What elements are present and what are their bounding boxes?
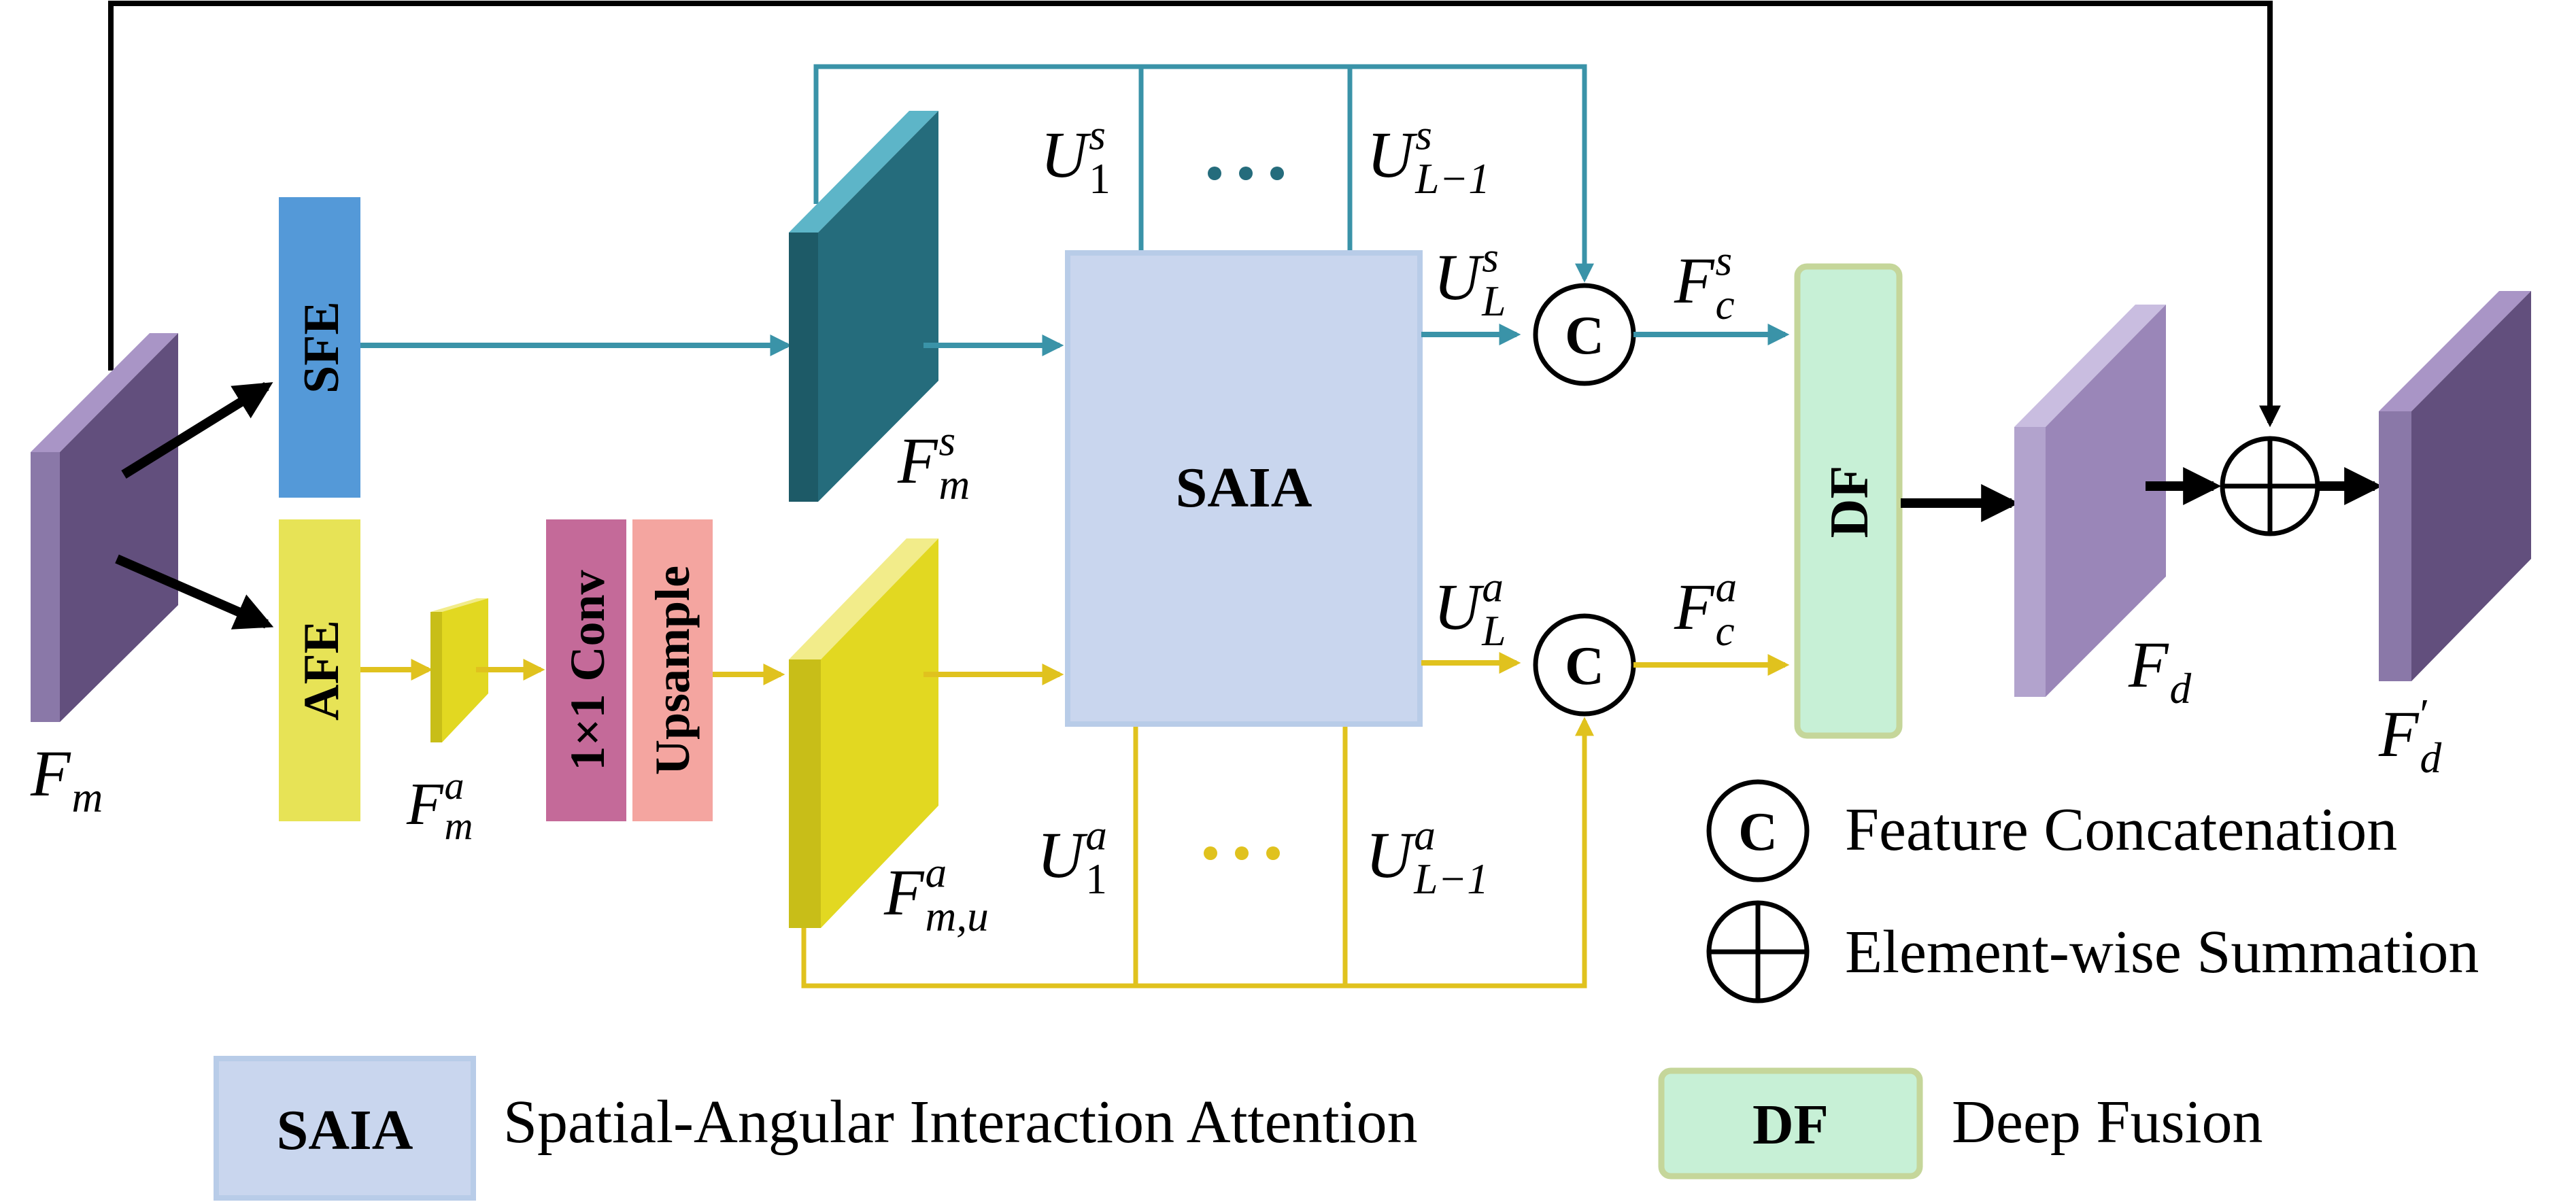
fms-label-base: F: [897, 424, 938, 497]
legend-df-key: DF: [1752, 1093, 1829, 1156]
df-label: DF: [1820, 466, 1880, 538]
u1s-label-sub: 1: [1089, 155, 1111, 203]
fms-label-sup: s: [939, 417, 956, 465]
legend-concat-label: Feature Concatenation: [1845, 796, 2397, 863]
u1a-label-base: U: [1037, 819, 1088, 891]
fd-label: F: [2128, 628, 2169, 701]
fdp-label-sub: d: [2420, 734, 2442, 782]
u1a-label: U: [1037, 819, 1088, 891]
uL1s-label-sub: L−1: [1414, 155, 1490, 203]
spatial-ellipsis: [1208, 167, 1284, 180]
u1a-label-sub: 1: [1085, 855, 1107, 903]
fd-block: [2014, 305, 2166, 697]
output-block: [2379, 291, 2531, 681]
fcs-label-base: F: [1674, 244, 1715, 317]
saia-module: SAIA: [1065, 250, 1423, 727]
u1s-label: U: [1040, 118, 1091, 191]
saia-label: SAIA: [1176, 456, 1312, 519]
uL1s-label: U: [1367, 118, 1418, 191]
fmu-block: [789, 538, 938, 928]
u1s-label-base: U: [1040, 118, 1091, 191]
fm-label-base: F: [30, 737, 71, 810]
angular-ellipsis: [1204, 846, 1280, 860]
uL1a-label-sub: L−1: [1413, 855, 1489, 903]
summation-node: [2220, 436, 2320, 536]
u1a-label-sup: a: [1085, 812, 1107, 859]
legend-df-label: Deep Fusion: [1952, 1088, 2263, 1156]
fma-label-base: F: [406, 772, 444, 838]
concat-angular-node: C: [1533, 613, 1636, 717]
legend-df: DF Deep Fusion: [1658, 1067, 2263, 1180]
angular-loop-lines: [801, 717, 1594, 989]
fca-label-base: F: [1674, 570, 1715, 643]
legend-saia-key: SAIA: [277, 1099, 413, 1162]
uLs-label-sub: L: [1481, 277, 1506, 325]
u1s-label-sup: s: [1089, 111, 1106, 159]
legend-sum: Element-wise Summation: [1706, 900, 2479, 1003]
legend-saia-label: Spatial-Angular Interaction Attention: [503, 1088, 1418, 1156]
fmu-label-sub: m,u: [926, 893, 989, 940]
upsample-module: Upsample: [632, 519, 713, 821]
fca-label-sup: a: [1716, 564, 1738, 611]
concat-spatial-node: C: [1533, 283, 1636, 386]
upsample-label: Upsample: [645, 566, 700, 775]
fd-label-sub: d: [2170, 665, 2192, 712]
legend-sum-label: Element-wise Summation: [1845, 918, 2479, 986]
conv-label: 1×1 Conv: [560, 570, 615, 770]
fm-label-sub: m: [72, 774, 103, 821]
uLa-label: U: [1434, 570, 1485, 643]
uL1s-label-sup: s: [1415, 111, 1432, 159]
fm-label: F: [30, 737, 71, 810]
fma-label-sup: a: [445, 763, 464, 808]
uLs-label-sup: s: [1482, 234, 1499, 281]
fcs-label-sup: s: [1716, 237, 1733, 285]
fms-block: [789, 111, 938, 502]
uL1a-label: U: [1366, 819, 1417, 891]
fmu-label: F: [883, 856, 925, 929]
uLa-label-sub: L: [1481, 607, 1506, 655]
uLa-label-base: U: [1434, 570, 1485, 643]
legend-saia: SAIA Spatial-Angular Interaction Attenti…: [214, 1056, 1418, 1201]
uLs-label-base: U: [1434, 241, 1485, 313]
fms-label: F: [897, 424, 938, 497]
uL1a-label-base: U: [1366, 819, 1417, 891]
fdp-label-base: F: [2378, 698, 2420, 770]
fdp-label-sup: ′: [2420, 691, 2430, 738]
spatial-loop-lines: [813, 64, 1594, 283]
concat-symbol: C: [1565, 306, 1604, 366]
fcs-label-sub: c: [1716, 281, 1735, 328]
uLa-label-sup: a: [1482, 564, 1504, 611]
concat-symbol: C: [1565, 636, 1604, 696]
skip-connection: [108, 1, 2281, 428]
fca-label: F: [1674, 570, 1715, 643]
fma-small-block: [430, 598, 488, 742]
sfe-label: SFE: [294, 301, 350, 394]
fca-label-sub: c: [1716, 607, 1735, 655]
fma-label-sub: m: [445, 804, 473, 848]
df-module: DF: [1794, 263, 1903, 739]
uL1s-label-base: U: [1367, 118, 1418, 191]
fmu-label-base: F: [883, 856, 925, 929]
fmu-label-sup: a: [926, 849, 947, 897]
fma-label: F: [406, 772, 444, 838]
uLs-label: U: [1434, 241, 1485, 313]
fcs-label: F: [1674, 244, 1715, 317]
input-feature-block: [31, 333, 178, 722]
afe-module: AFE: [279, 519, 360, 821]
fdp-label: F: [2378, 698, 2420, 770]
input-split-arrows: [115, 382, 274, 630]
legend-concat-symbol: C: [1738, 802, 1778, 862]
afe-label: AFE: [294, 620, 350, 721]
fms-label-sub: m: [939, 461, 970, 509]
conv-module: 1×1 Conv: [546, 519, 626, 821]
fd-label-base: F: [2128, 628, 2169, 701]
legend-concat: C Feature Concatenation: [1706, 779, 2397, 882]
uL1a-label-sup: a: [1414, 812, 1436, 859]
sfe-module: SFE: [279, 197, 360, 498]
